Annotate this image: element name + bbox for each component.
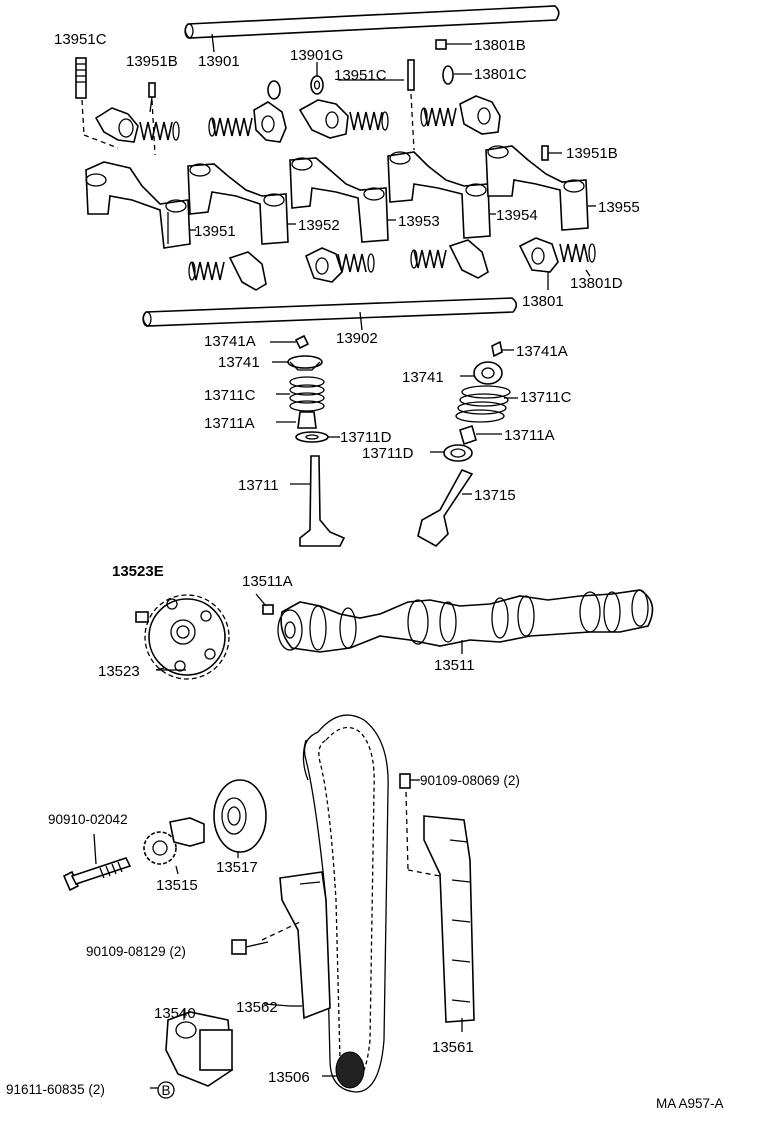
label-13951: 13951 bbox=[194, 223, 236, 240]
label-13741A-right: 13741A bbox=[516, 343, 568, 360]
rocker-arm-top-3 bbox=[298, 99, 389, 139]
chain-tensioner-13540 bbox=[150, 1010, 233, 1089]
bolt-13951B-right bbox=[541, 145, 562, 161]
diagram-id-footer: MA A957-A bbox=[656, 1096, 724, 1111]
label-13902: 13902 bbox=[336, 330, 378, 347]
label-13951B-left: 13951B bbox=[126, 53, 178, 70]
label-13711A-left: 13711A bbox=[204, 415, 255, 432]
bolt-90910-02042 bbox=[62, 833, 132, 892]
bolt-13951C-left bbox=[75, 57, 119, 149]
rocker-arm-top-2 bbox=[208, 101, 287, 143]
label-13715: 13715 bbox=[474, 487, 516, 504]
label-13517: 13517 bbox=[216, 859, 258, 876]
label-13741-left: 13741 bbox=[218, 354, 260, 371]
label-91611-60835: 91611-60835 (2) bbox=[6, 1082, 105, 1097]
leader-lines bbox=[156, 79, 404, 1077]
tensioner-slipper-13562 bbox=[231, 871, 331, 1020]
label-13711D-left: 13711D bbox=[340, 429, 392, 446]
label-13711D-right: 13711D bbox=[362, 445, 414, 462]
label-13711C-right: 13711C bbox=[520, 389, 572, 406]
circle-b-marker: B bbox=[157, 1081, 175, 1099]
label-13515: 13515 bbox=[156, 877, 198, 894]
label-13801: 13801 bbox=[522, 293, 564, 310]
valve-stack-right bbox=[417, 340, 518, 547]
chain-guide-13561 bbox=[399, 773, 475, 1032]
parts-13801B-C bbox=[435, 39, 472, 85]
label-13711: 13711 bbox=[238, 477, 279, 494]
label-13741A-left: 13741A bbox=[204, 333, 256, 350]
label-13901: 13901 bbox=[198, 53, 240, 70]
label-13801B: 13801B bbox=[474, 37, 526, 54]
rocker-supports bbox=[85, 145, 596, 249]
timing-chain-13506 bbox=[302, 714, 389, 1093]
label-13955: 13955 bbox=[598, 199, 640, 216]
label-13951C-mid: 13951C bbox=[334, 67, 387, 84]
bolt-13951B-left bbox=[148, 82, 156, 156]
gear-13515 bbox=[143, 817, 205, 875]
label-13561: 13561 bbox=[432, 1039, 474, 1056]
idler-13517 bbox=[213, 779, 267, 858]
label-13741-right: 13741 bbox=[402, 369, 444, 386]
bolt-13951C-mid bbox=[407, 59, 415, 151]
label-90109-08069: 90109-08069 (2) bbox=[420, 773, 520, 788]
label-13523E: 13523E bbox=[112, 563, 164, 580]
label-13953: 13953 bbox=[398, 213, 440, 230]
label-13711A-right: 13711A bbox=[504, 427, 555, 444]
label-90910-02042: 90910-02042 bbox=[48, 812, 128, 827]
label-13540: 13540 bbox=[154, 1005, 196, 1022]
label-13952: 13952 bbox=[298, 217, 340, 234]
label-13511: 13511 bbox=[434, 657, 475, 674]
label-13506: 13506 bbox=[268, 1069, 310, 1086]
rocker-shaft-13901 bbox=[184, 5, 560, 53]
camshaft-13511 bbox=[262, 589, 654, 654]
rocker-arm-top-1 bbox=[94, 107, 180, 143]
rocker-shaft-13902 bbox=[142, 297, 518, 331]
cam-sprocket-13523 bbox=[135, 594, 230, 680]
label-13801D: 13801D bbox=[570, 275, 623, 292]
valve-stack-left bbox=[272, 334, 346, 547]
circle-b-text: B bbox=[161, 1083, 170, 1098]
label-13711C-left: 13711C bbox=[204, 387, 256, 404]
label-13523: 13523 bbox=[98, 663, 140, 680]
label-13901G: 13901G bbox=[290, 47, 343, 64]
rocker-arm-top-4 bbox=[420, 95, 501, 135]
label-13951C-left: 13951C bbox=[54, 31, 107, 48]
label-13801C: 13801C bbox=[474, 66, 527, 83]
label-90109-08129: 90109-08129 (2) bbox=[86, 944, 186, 959]
label-13954: 13954 bbox=[496, 207, 538, 224]
label-13562: 13562 bbox=[236, 999, 278, 1016]
label-13951B-right: 13951B bbox=[566, 145, 618, 162]
label-13511A: 13511A bbox=[242, 573, 293, 590]
rocker-arms-lower bbox=[188, 237, 596, 291]
rocker-parts-13901G bbox=[267, 62, 324, 100]
